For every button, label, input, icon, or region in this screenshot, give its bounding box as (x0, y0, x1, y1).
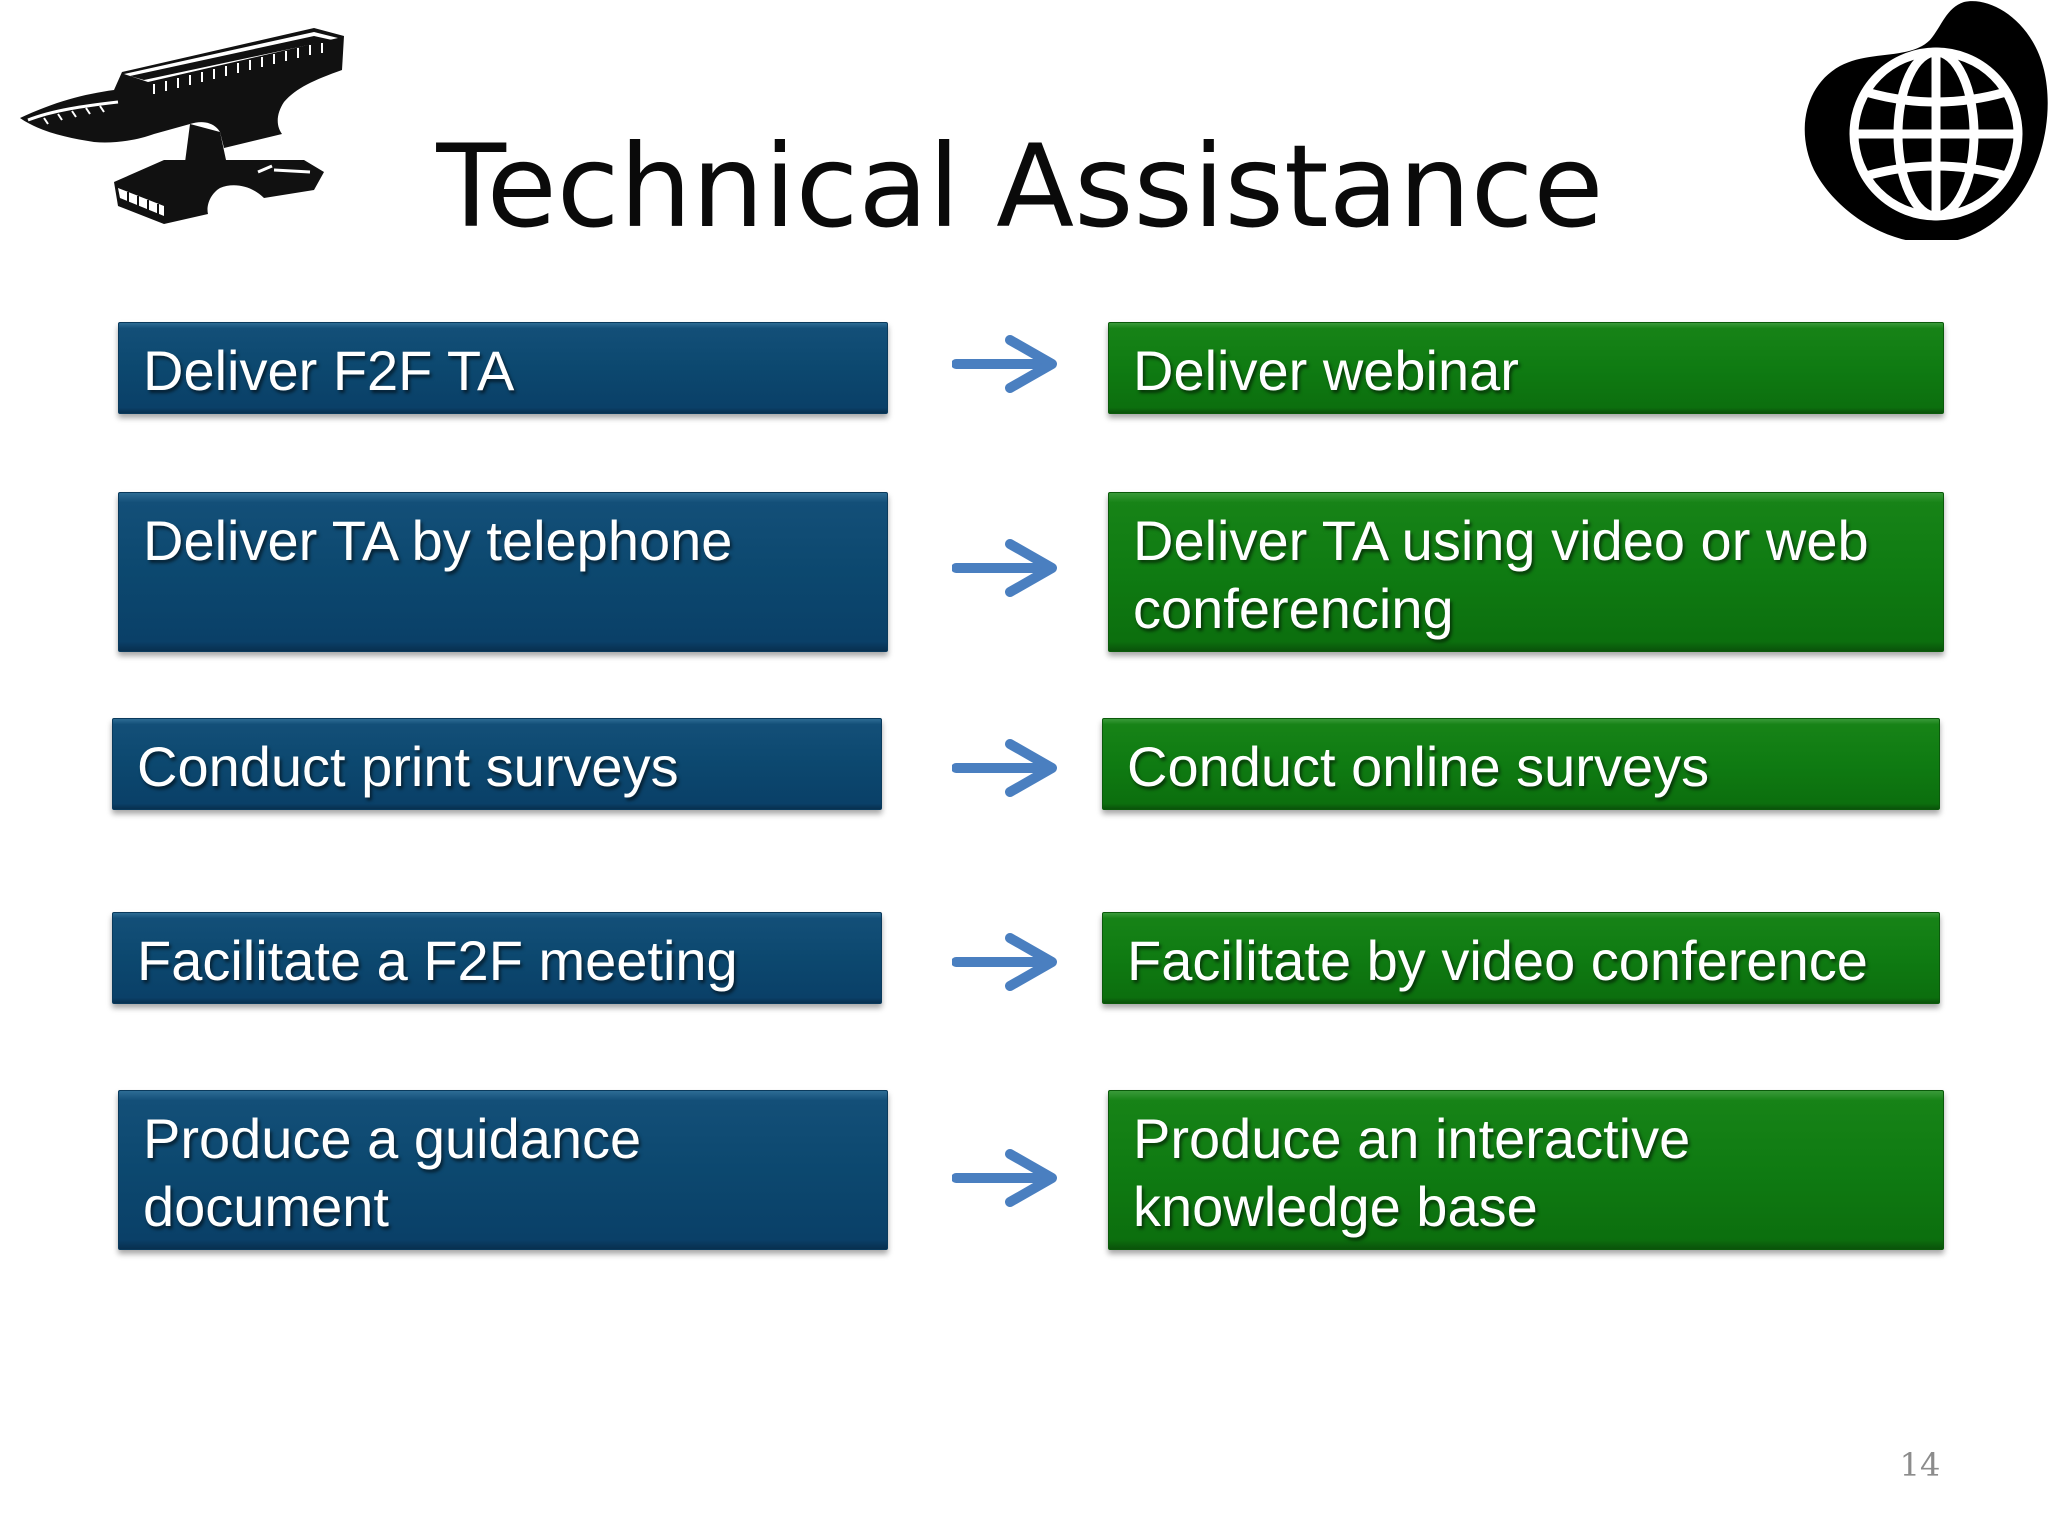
arrow-icon (952, 933, 1057, 991)
new-method-box: Produce an interactive knowledge base (1108, 1090, 1944, 1250)
old-method-box: Facilitate a F2F meeting (112, 912, 882, 1004)
old-method-label: Deliver TA by telephone (143, 509, 733, 572)
new-method-label: Facilitate by video conference (1127, 929, 1868, 992)
old-method-box: Produce a guidance document (118, 1090, 888, 1250)
arrow-icon (952, 539, 1057, 597)
new-method-label: Produce an interactive knowledge base (1133, 1107, 1691, 1238)
arrow-icon (952, 335, 1057, 393)
new-method-box: Deliver TA using video or web conferenci… (1108, 492, 1944, 652)
new-method-box: Facilitate by video conference (1102, 912, 1940, 1004)
page-number: 14 (1899, 1446, 1941, 1484)
anvil-icon (20, 28, 344, 224)
new-method-label: Conduct online surveys (1127, 735, 1710, 798)
slide-title: Technical Assistance (436, 120, 1604, 253)
new-method-label: Deliver TA using video or web conferenci… (1133, 509, 1869, 640)
old-method-label: Produce a guidance document (143, 1107, 642, 1238)
old-method-label: Facilitate a F2F meeting (137, 929, 738, 992)
new-method-box: Deliver webinar (1108, 322, 1944, 414)
new-method-box: Conduct online surveys (1102, 718, 1940, 810)
old-method-box: Deliver TA by telephone (118, 492, 888, 652)
old-method-label: Conduct print surveys (137, 735, 679, 798)
arrow-icon (952, 739, 1057, 797)
globe-icon (1804, 1, 2048, 240)
old-method-box: Deliver F2F TA (118, 322, 888, 414)
new-method-label: Deliver webinar (1133, 339, 1519, 402)
old-method-label: Deliver F2F TA (143, 339, 515, 402)
old-method-box: Conduct print surveys (112, 718, 882, 810)
arrow-icon (952, 1149, 1057, 1207)
